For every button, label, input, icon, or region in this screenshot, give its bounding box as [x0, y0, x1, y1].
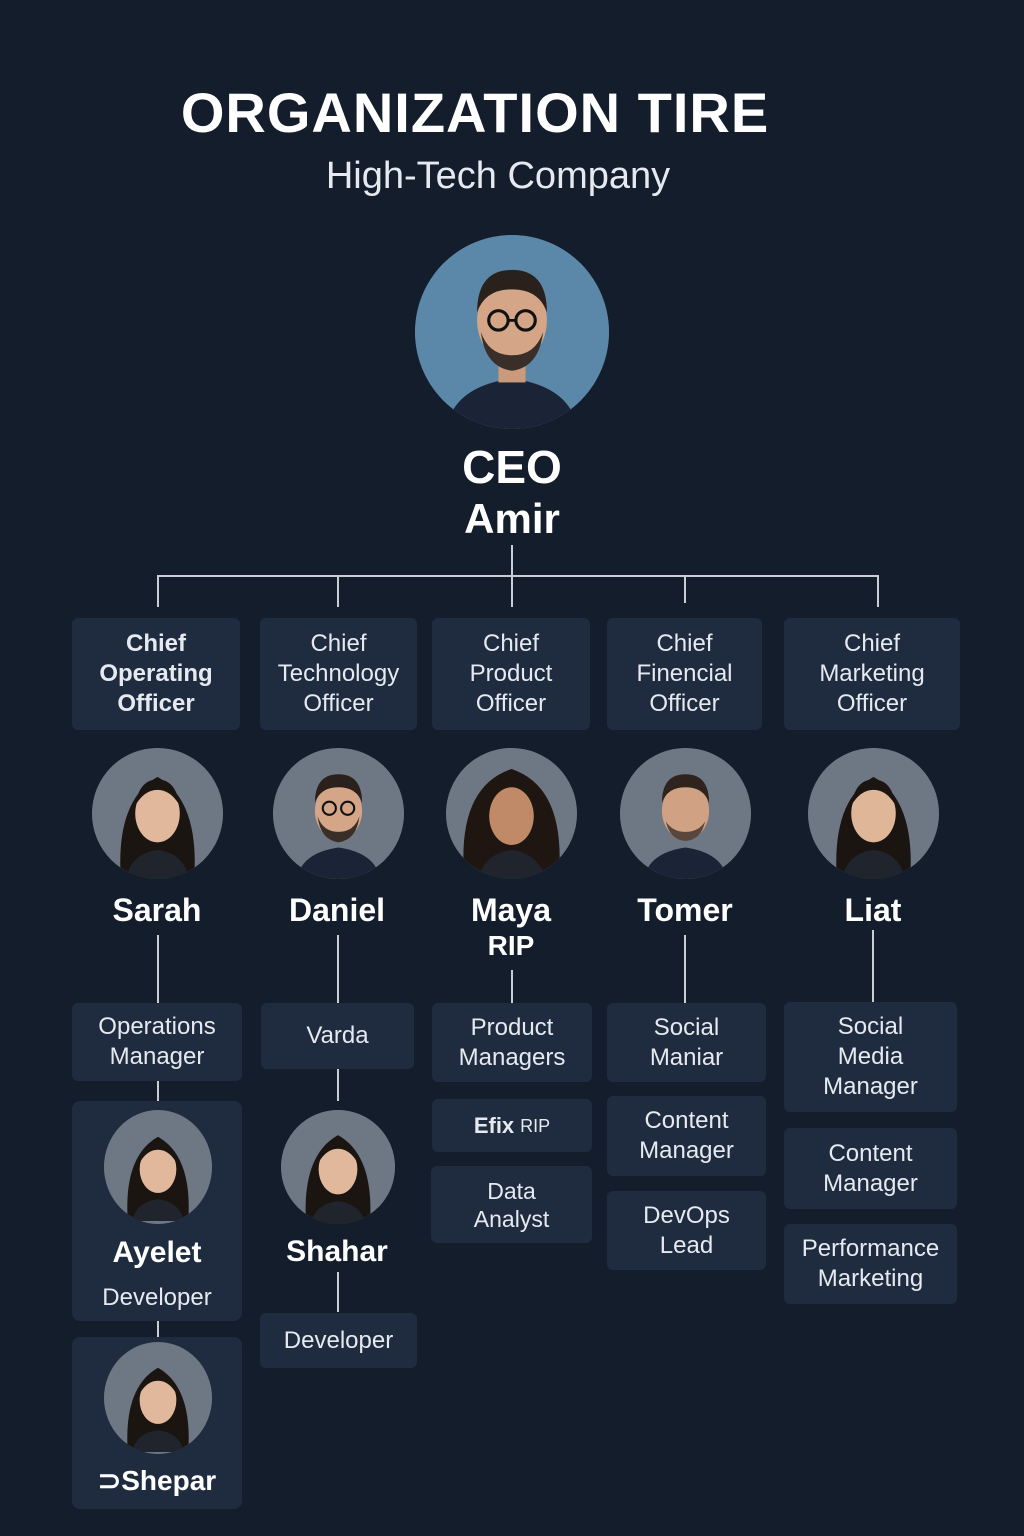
connector [872, 930, 874, 1002]
exec-name-tomer: Tomer [637, 892, 733, 928]
connector [157, 575, 159, 607]
avatar-tomer [620, 748, 751, 879]
avatar-sarah [92, 748, 223, 879]
ceo-role: CEO [462, 441, 562, 493]
exec-name-liat: Liat [844, 892, 902, 928]
connector [684, 935, 686, 1003]
avatar-shahar [281, 1110, 395, 1224]
ceo-avatar [415, 235, 609, 429]
connector [684, 575, 686, 603]
box-efix: Efix RIP [432, 1099, 592, 1152]
chart-subtitle: High-Tech Company [325, 155, 671, 197]
connector [337, 1272, 339, 1312]
box-performance-marketing: Performance Marketing [784, 1224, 957, 1304]
box-label: Performance Marketing [801, 1235, 940, 1292]
efix-tag: RIP [520, 1115, 551, 1136]
name-ayelet: Ayelet [112, 1236, 202, 1269]
connector [337, 575, 339, 607]
exec-tag-maya: RIP [487, 930, 535, 961]
box-social-media-manager: Social Media Manager [784, 1002, 957, 1112]
box-product-managers: Product Managers [432, 1003, 592, 1082]
role-label: Chief Marketing Officer [819, 630, 925, 717]
box-label: Product Managers [458, 1013, 566, 1071]
avatar-shepar [104, 1342, 212, 1454]
connector [157, 935, 159, 1003]
box-label: Content Manager [639, 1107, 734, 1164]
role-box-cto: Chief Technology Officer [260, 618, 417, 730]
role-box-coo: Chief Operating Officer [72, 618, 240, 730]
box-label: Operations Manager [98, 1013, 216, 1070]
avatar-liat [808, 748, 939, 879]
box-label: DevOps Lead [643, 1201, 730, 1259]
avatar-ayelet [104, 1110, 212, 1224]
box-label: Varda [306, 1022, 369, 1049]
role-label: Chief Technology Officer [277, 630, 400, 717]
box-content-manager-liat: Content Manager [784, 1128, 957, 1209]
box-data-analyst: Data Analyst [431, 1166, 592, 1243]
name-shepar: ⊃Shepar [97, 1465, 217, 1496]
name-shahar: Shahar [286, 1235, 388, 1268]
box-developer: Developer [260, 1313, 417, 1368]
chart-title: ORGANIZATION TIRE [180, 81, 770, 144]
box-label: Content Manager [823, 1139, 918, 1197]
role-box-cfo: Chief Finencial Officer [607, 618, 762, 730]
avatar-daniel [273, 748, 404, 879]
efix-name: Efix [473, 1112, 515, 1138]
connector [337, 1069, 339, 1101]
box-label: Social Maniar [649, 1013, 724, 1071]
box-operations-manager: Operations Manager [72, 1003, 242, 1081]
box-social-maniar: Social Maniar [607, 1003, 766, 1082]
role-label: Chief Product Officer [469, 630, 553, 717]
box-content-manager-tomer: Content Manager [607, 1096, 766, 1176]
box-devops-lead: DevOps Lead [607, 1191, 766, 1270]
connector [877, 575, 879, 607]
connector [157, 1081, 159, 1101]
box-label: Social Media Manager [823, 1013, 918, 1100]
role-label: Chief Finencial Officer [636, 630, 733, 717]
role-box-cmo: Chief Marketing Officer [784, 618, 960, 730]
box-label: Developer [283, 1326, 394, 1354]
exec-name-sarah: Sarah [112, 892, 202, 928]
exec-name-daniel: Daniel [288, 892, 386, 928]
ceo-name: Amir [464, 495, 560, 542]
box-varda: Varda [261, 1003, 414, 1069]
exec-name-maya: Maya [470, 892, 552, 928]
connector [337, 935, 339, 1003]
avatar-maya [446, 748, 577, 879]
connector [511, 970, 513, 1003]
connector [157, 575, 879, 577]
role-box-cpo: Chief Product Officer [432, 618, 590, 730]
role-label: Chief Operating Officer [99, 630, 213, 717]
box-label: Data Analyst [473, 1177, 550, 1232]
connector [157, 1321, 159, 1337]
role-ayelet: Developer [102, 1284, 212, 1311]
